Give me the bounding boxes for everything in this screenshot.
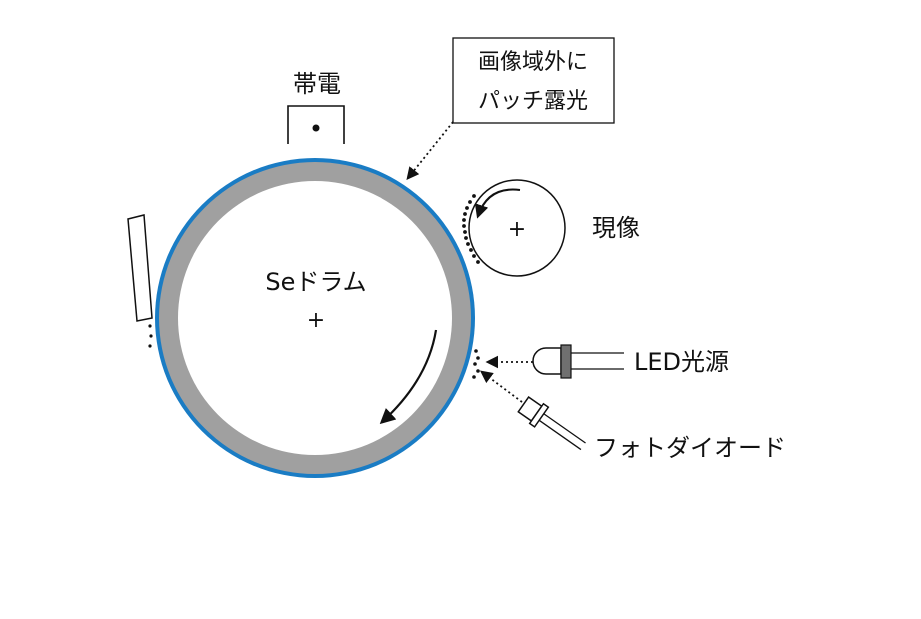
se-drum (155, 158, 475, 478)
exposure-label-line1: 画像域外に (478, 50, 588, 75)
blade-toner-dot (149, 334, 153, 338)
photodiode-label: フォトダイオード (594, 434, 786, 462)
photodiode-lead-top (543, 413, 586, 444)
charging-unit (287, 105, 345, 144)
exposure-label-line2: パッチ露光 (478, 89, 588, 114)
exposure-pointer-line (406, 121, 454, 180)
photodiode-lead-bottom (538, 419, 582, 451)
photodiode (479, 370, 586, 451)
charging-label: 帯電 (293, 70, 341, 98)
patch-toner-dots (472, 349, 480, 379)
photodiode-reflected-beam (479, 370, 523, 403)
led-label: LED光源 (634, 348, 729, 376)
led-dome (532, 347, 562, 375)
drum-rotation-arrow (379, 329, 438, 425)
developing-roller (462, 179, 566, 277)
developing-label: 現像 (592, 214, 640, 242)
charger-housing (287, 105, 345, 144)
developing-roller-rotation-arrow (474, 188, 521, 219)
toner-particles (462, 194, 480, 264)
drum-center-mark: + (307, 308, 325, 333)
cleaning-blade-body (127, 214, 153, 322)
charger-wire-dot (312, 124, 320, 132)
drum-label: Seドラム (265, 268, 366, 296)
developing-roller-center-mark: + (508, 217, 526, 242)
cleaning-blade (127, 214, 153, 348)
exposure-callout-box (452, 37, 615, 124)
led-collar (560, 344, 572, 379)
led-light-source (485, 344, 624, 379)
drum-inner-white (178, 181, 452, 455)
exposure-callout (406, 37, 615, 180)
blade-toner-dot (148, 324, 152, 328)
blade-toner-dot (148, 344, 152, 348)
developing-roller-outline (468, 179, 566, 277)
photodiode-flange (528, 402, 550, 428)
